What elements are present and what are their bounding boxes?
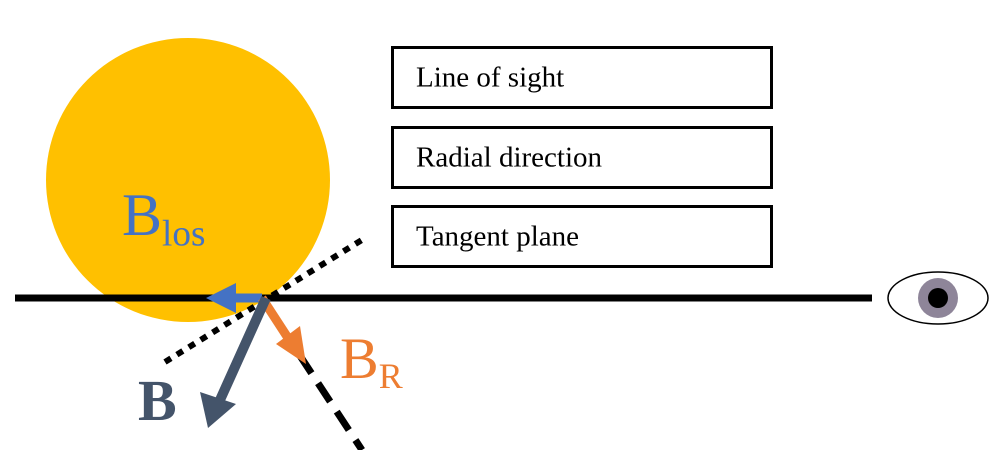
b-arrowhead (200, 392, 236, 428)
b-los-label: Blos (122, 185, 205, 253)
eye-icon (887, 271, 989, 325)
legend-label: Line of sight (416, 61, 565, 93)
b-los-arrowhead (206, 283, 236, 313)
legend-item-radial-direction: Radial direction (391, 126, 773, 189)
b-r-label-main: B (340, 326, 379, 391)
b-r-label: BR (340, 330, 403, 395)
b-r-arrowhead-main (276, 326, 306, 364)
b-r-label-sub: R (378, 356, 403, 397)
legend-label: Tangent plane (416, 220, 580, 252)
sun-disk (46, 38, 330, 322)
legend-label: Radial direction (416, 141, 603, 173)
b-los-label-main: B (122, 182, 163, 248)
radial-direction-line (259, 296, 365, 450)
legend-item-tangent-plane: Tangent plane (391, 205, 773, 268)
b-arrow-shaft (215, 295, 271, 403)
legend-item-line-of-sight: Line of sight (391, 46, 773, 109)
b-los-label-sub: los (162, 213, 206, 255)
b-label: B (138, 368, 177, 433)
